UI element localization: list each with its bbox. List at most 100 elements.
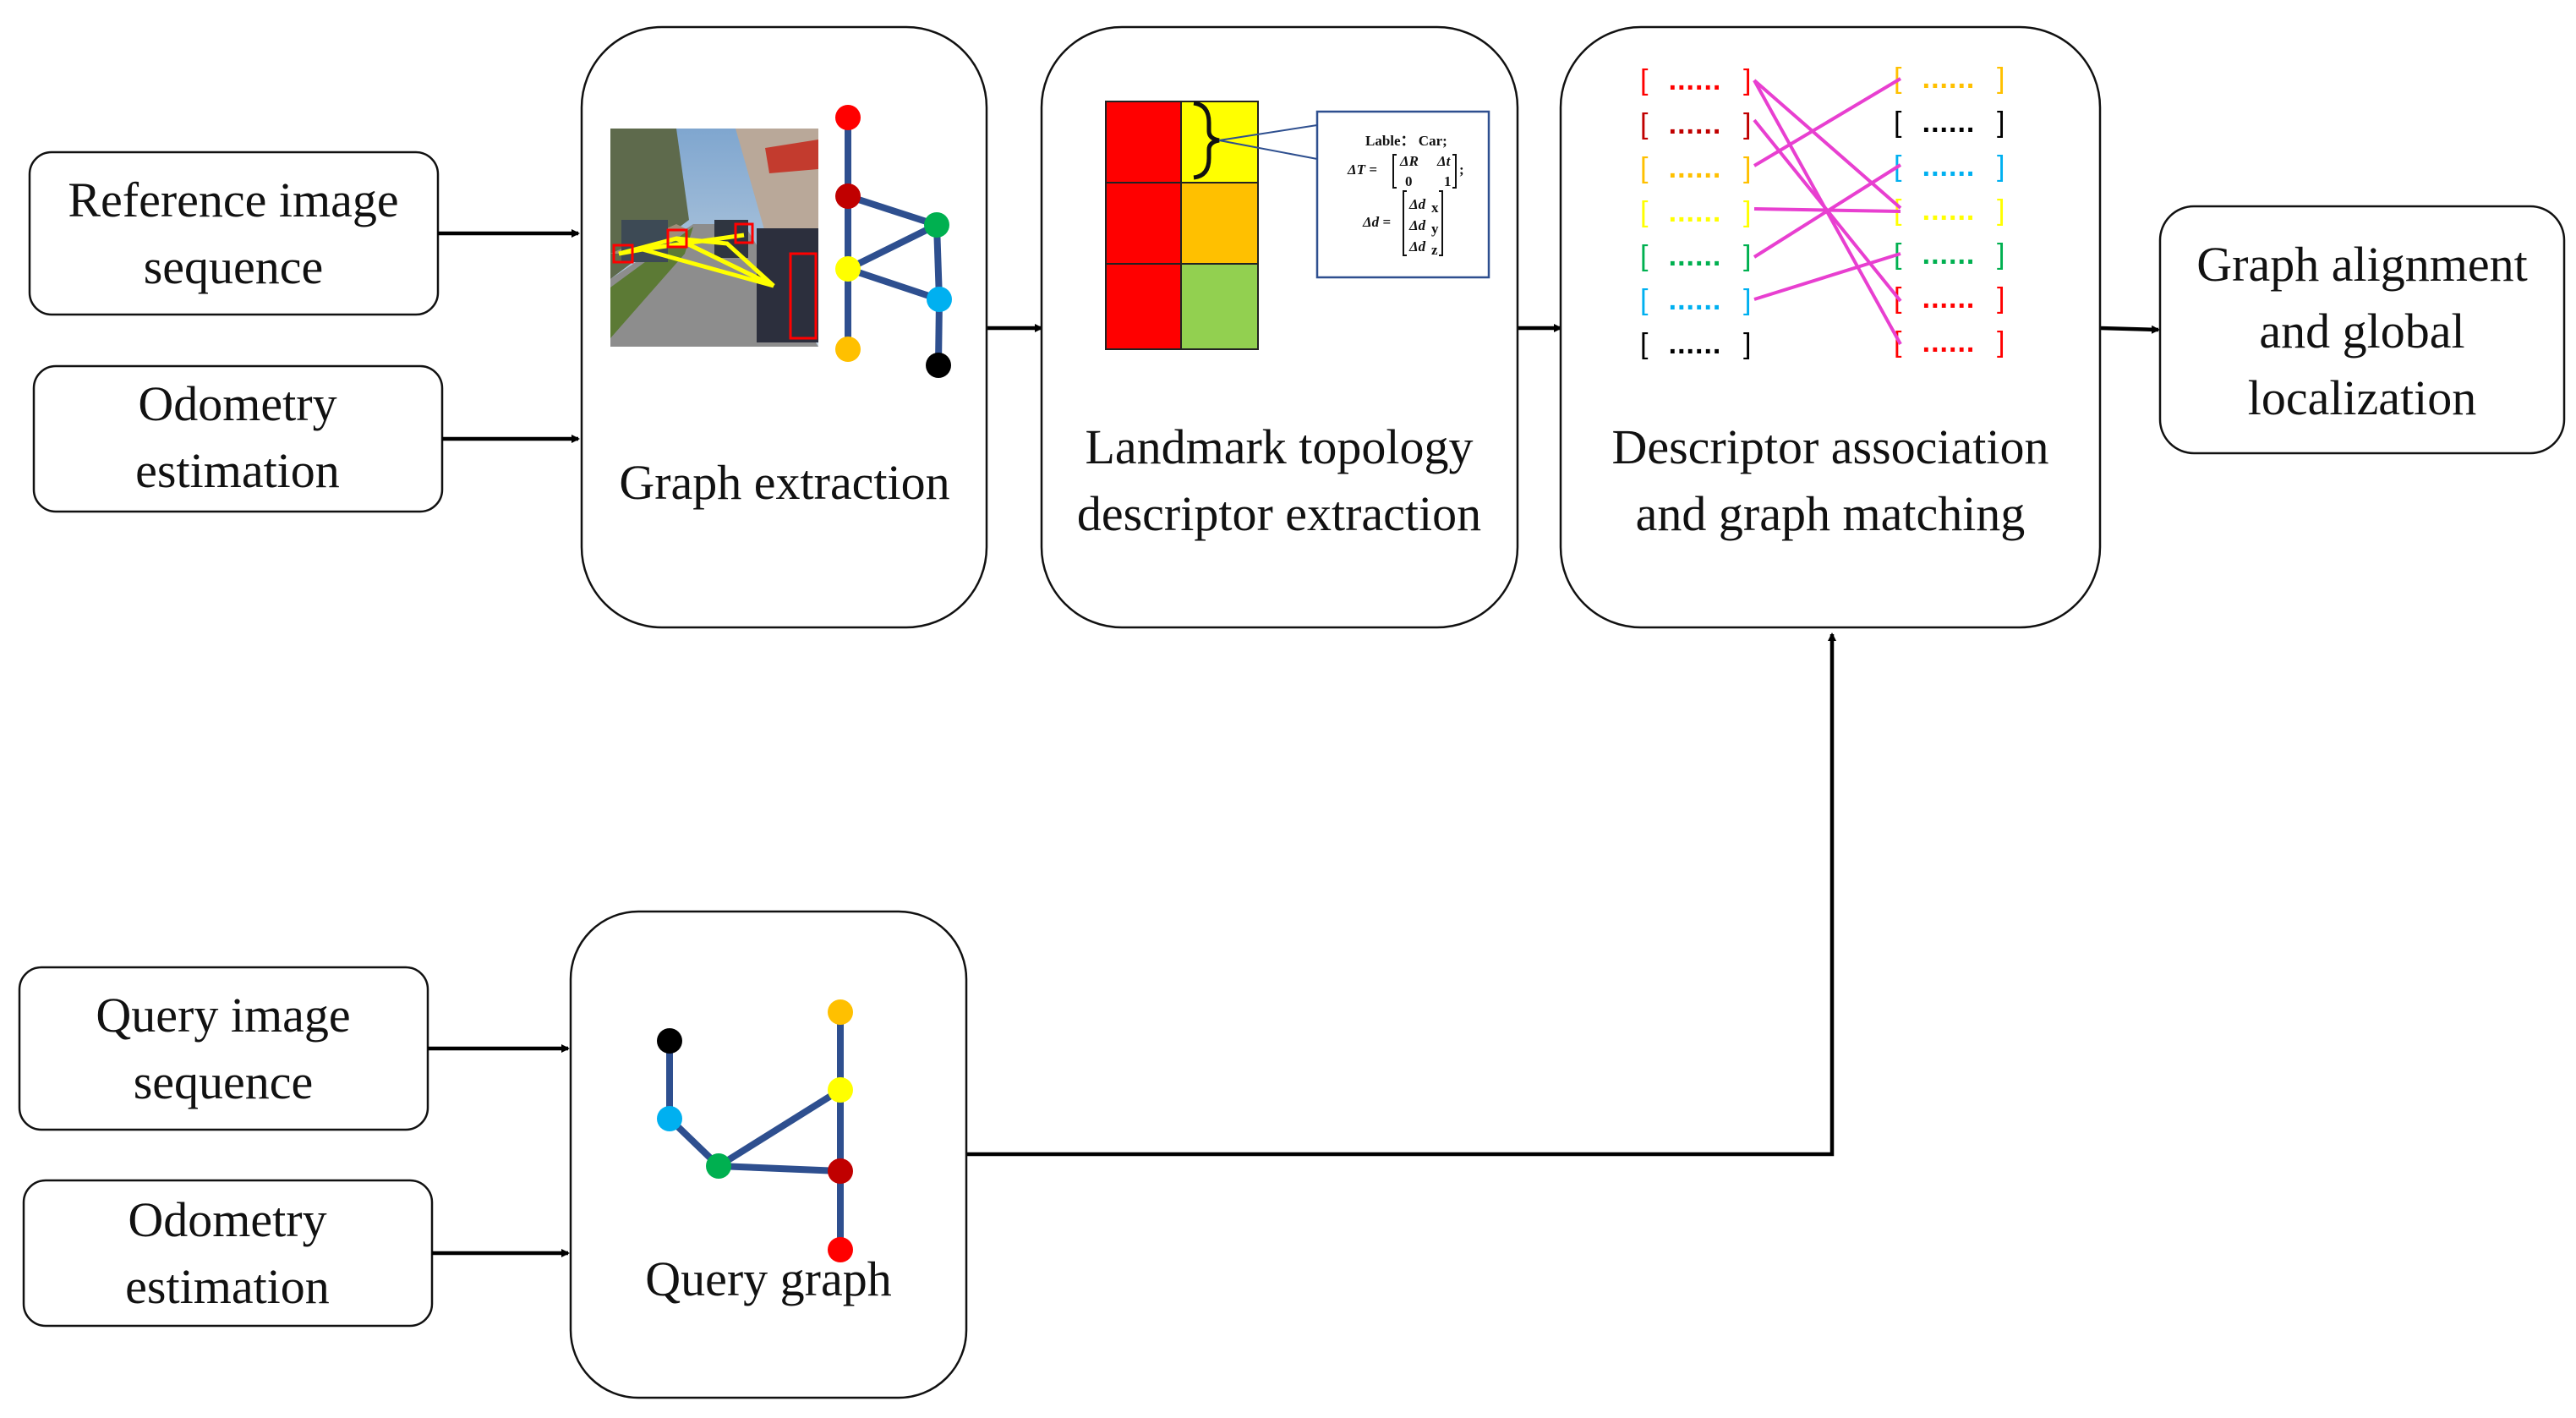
ref-node-black	[926, 353, 951, 378]
bracket-close-icon: ]	[1997, 282, 2004, 315]
callout-delta-d: Δd =	[1362, 214, 1391, 230]
bracket-close-icon: ]	[1743, 64, 1751, 96]
alignment-label-2: and global	[2259, 304, 2464, 359]
alignment-label-1: Graph alignment	[2196, 237, 2527, 292]
match-line	[1753, 252, 1901, 301]
bracket-close-icon: ]	[1997, 107, 2004, 139]
descriptor-dots: ......	[1922, 326, 1976, 359]
callout-dy: Δd	[1408, 217, 1426, 233]
bracket-open-icon: [	[1640, 152, 1649, 184]
reference-image-label-2: sequence	[144, 239, 324, 294]
match-line	[1753, 163, 1902, 259]
descriptor-dots: ......	[1669, 152, 1722, 184]
association-box: Descriptor association and graph matchin…	[1559, 25, 2102, 629]
descriptor-row: [......]	[1640, 152, 1751, 184]
descriptor-dots: ......	[1922, 63, 1976, 95]
query-image-label-1: Query image	[96, 988, 350, 1043]
query-node-dark-red	[828, 1158, 853, 1184]
descriptor-extraction-label-1: Landmark topology	[1085, 419, 1473, 474]
bracket-close-icon: ]	[1997, 151, 2004, 183]
callout-matrix-1: 1	[1444, 173, 1452, 189]
descriptor-dots: ......	[1669, 240, 1722, 272]
descriptor-callout: Lable： Car; ΔT = ΔR Δt 0 1 ; Δd = Δd x Δ…	[1315, 110, 1490, 279]
callout-delta-t: ΔT =	[1347, 162, 1377, 178]
query-node-orange	[828, 999, 853, 1025]
arrow-query-graph-to-association	[966, 632, 1836, 1157]
association-label-1: Descriptor association	[1611, 419, 2048, 474]
callout-sub-x: x	[1431, 200, 1439, 216]
descriptor-list-left: [......][......][......][......][......]…	[1640, 64, 1751, 360]
descriptor-row: [......]	[1640, 284, 1751, 316]
query-graph	[657, 999, 853, 1262]
descriptor-row: [......]	[1640, 64, 1751, 96]
descriptor-grid	[1105, 101, 1318, 350]
descriptor-dots: ......	[1922, 107, 1976, 139]
alignment-label-3: localization	[2248, 370, 2477, 425]
bracket-close-icon: ]	[1743, 328, 1751, 360]
descriptor-dots: ......	[1922, 238, 1976, 271]
query-graph-box: Query graph	[569, 910, 968, 1399]
reference-graph	[835, 105, 952, 378]
query-graph-label: Query graph	[645, 1251, 892, 1306]
odometry-bottom-box: Odometry estimation	[22, 1179, 434, 1328]
alignment-box: Graph alignment and global localization	[2158, 205, 2566, 455]
bracket-close-icon: ]	[1997, 63, 2004, 95]
svg-text:;: ;	[1459, 162, 1464, 178]
callout-matrix-0: 0	[1405, 173, 1413, 189]
query-node-red	[828, 1237, 853, 1262]
bracket-close-icon: ]	[1743, 284, 1751, 316]
descriptor-row: [......]	[1894, 107, 2004, 139]
odometry-bottom-label-2: estimation	[125, 1259, 330, 1314]
callout-matrix-t: Δt	[1436, 153, 1452, 169]
query-node-black	[657, 1028, 682, 1054]
odometry-bottom-label-1: Odometry	[128, 1192, 326, 1247]
descriptor-list-right: [......][......][......][......][......]…	[1894, 63, 2004, 359]
odometry-top-label-2: estimation	[135, 443, 340, 498]
ref-node-yellow	[835, 256, 861, 282]
ref-node-red	[835, 105, 861, 130]
ref-node-blue	[927, 287, 952, 312]
bracket-open-icon: [	[1640, 240, 1649, 272]
callout-dx: Δd	[1408, 196, 1426, 212]
callout-matrix-r: ΔR	[1399, 153, 1419, 169]
descriptor-dots: ......	[1669, 108, 1722, 140]
match-lines	[1753, 77, 1902, 345]
bracket-open-icon: [	[1640, 328, 1649, 360]
bracket-open-icon: [	[1640, 196, 1649, 228]
reference-image-label-1: Reference image	[68, 172, 398, 227]
descriptor-dots: ......	[1669, 328, 1722, 360]
descriptor-row: [......]	[1894, 282, 2004, 315]
bracket-close-icon: ]	[1997, 326, 2004, 359]
bracket-open-icon: [	[1640, 108, 1649, 140]
query-image-box: Query image sequence	[18, 966, 429, 1131]
graph-extraction-label: Graph extraction	[619, 455, 949, 510]
callout-sub-y: y	[1431, 221, 1439, 237]
odometry-top-box: Odometry estimation	[32, 364, 444, 513]
descriptor-row: [......]	[1640, 328, 1751, 360]
descriptor-dots: ......	[1922, 151, 1976, 183]
ref-node-dark-red	[835, 183, 861, 209]
bracket-open-icon: [	[1894, 107, 1902, 139]
bracket-close-icon: ]	[1743, 240, 1751, 272]
callout-label-line: Lable： Car;	[1365, 133, 1447, 149]
reference-image-box: Reference image sequence	[28, 151, 440, 316]
bracket-close-icon: ]	[1997, 238, 2004, 271]
street-scene-image	[610, 129, 818, 347]
query-image-label-2: sequence	[134, 1054, 314, 1109]
match-line	[1753, 79, 1902, 210]
descriptor-dots: ......	[1669, 196, 1722, 228]
query-node-green	[706, 1153, 731, 1179]
bracket-open-icon: [	[1640, 64, 1649, 96]
odometry-top-label-1: Odometry	[138, 376, 336, 431]
descriptor-row: [......]	[1640, 108, 1751, 140]
query-node-blue	[657, 1106, 682, 1131]
descriptor-row: [......]	[1640, 196, 1751, 228]
match-line	[1753, 77, 1902, 167]
query-node-yellow	[828, 1077, 853, 1103]
descriptor-dots: ......	[1669, 284, 1722, 316]
bracket-close-icon: ]	[1743, 108, 1751, 140]
descriptor-dots: ......	[1669, 64, 1722, 96]
ref-node-green	[924, 212, 949, 238]
descriptor-row: [......]	[1640, 240, 1751, 272]
association-label-2: and graph matching	[1636, 486, 2026, 541]
